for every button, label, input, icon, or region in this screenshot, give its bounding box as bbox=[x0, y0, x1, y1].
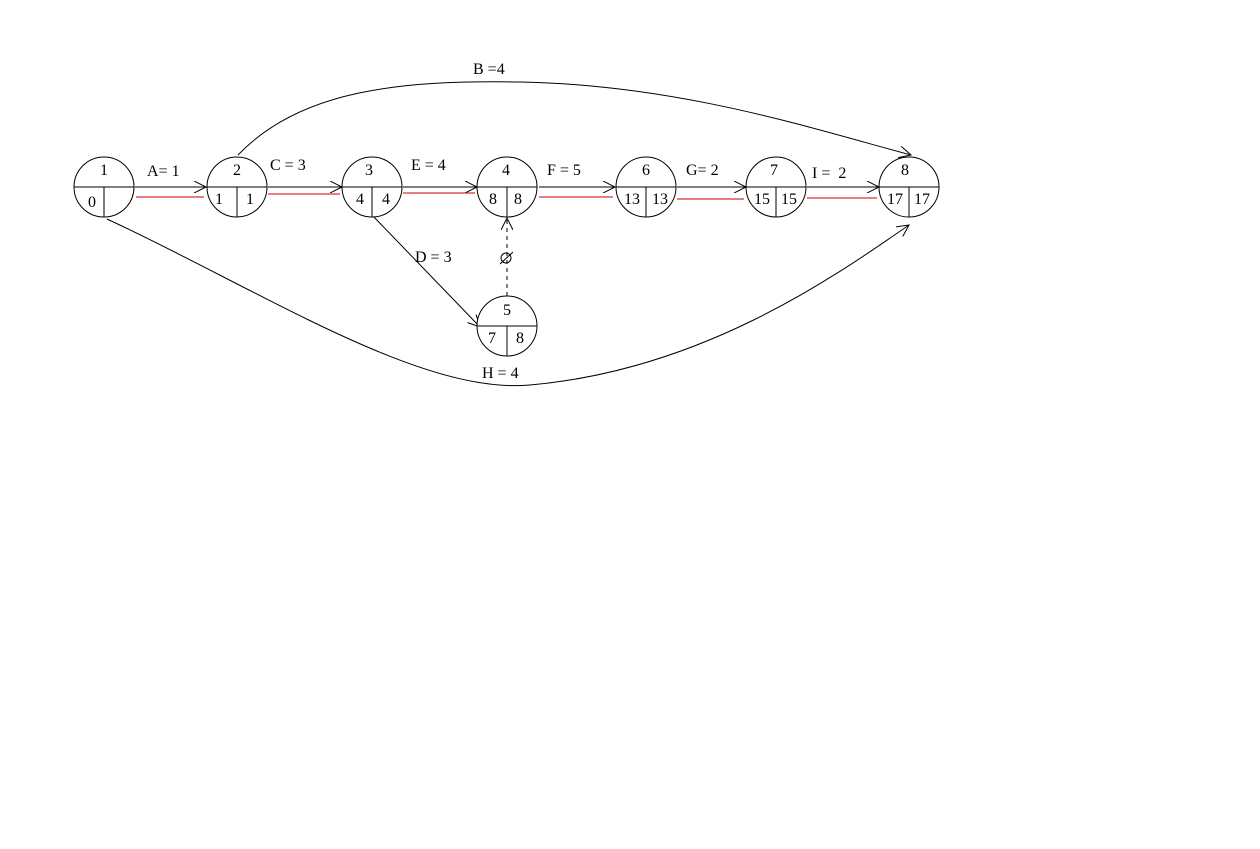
node-7-number: 7 bbox=[770, 162, 778, 179]
activity-b-arrow bbox=[237, 81, 911, 155]
node-2: 2 1 1 bbox=[206, 156, 268, 218]
node-2-late-time: 1 bbox=[246, 191, 254, 208]
node-1-number: 1 bbox=[100, 162, 108, 179]
node-4: 4 8 8 bbox=[476, 156, 538, 218]
node-7-late-time: 15 bbox=[781, 191, 797, 208]
node-2-number: 2 bbox=[233, 162, 241, 179]
node-3-late-time: 4 bbox=[382, 191, 390, 208]
activity-arrows bbox=[106, 81, 911, 387]
node-5-number: 5 bbox=[503, 302, 511, 319]
node-6-late-time: 13 bbox=[652, 191, 668, 208]
node-8-late-time: 17 bbox=[914, 191, 930, 208]
activity-d-label: D = 3 bbox=[415, 249, 452, 266]
node-4-late-time: 8 bbox=[514, 191, 522, 208]
node-5: 5 7 8 bbox=[476, 295, 538, 357]
node-4-number: 4 bbox=[502, 162, 510, 179]
node-3: 3 4 4 bbox=[341, 156, 403, 218]
node-4-early-time: 8 bbox=[489, 191, 497, 208]
activity-f-label: F = 5 bbox=[547, 162, 581, 179]
node-1-early-time: 0 bbox=[88, 194, 96, 211]
node-2-early-time: 1 bbox=[215, 191, 223, 208]
node-8-early-time: 17 bbox=[887, 191, 903, 208]
activity-labels: A= 1 B =4 C = 3 D = 3 E = 4 F = 5 G= 2 H… bbox=[147, 61, 846, 382]
activity-b-label: B =4 bbox=[473, 61, 505, 78]
activity-e-label: E = 4 bbox=[411, 157, 446, 174]
dummy-crossed-circle bbox=[499, 251, 514, 265]
node-8-number: 8 bbox=[901, 162, 909, 179]
node-6-number: 6 bbox=[642, 162, 650, 179]
activity-c-label: C = 3 bbox=[270, 157, 306, 174]
activity-h-arrow bbox=[106, 218, 909, 387]
node-5-early-time: 7 bbox=[488, 330, 496, 347]
node-1: 1 0 bbox=[73, 156, 135, 218]
activity-a-label: A= 1 bbox=[147, 163, 180, 180]
node-7: 7 15 15 bbox=[745, 156, 807, 218]
node-5-late-time: 8 bbox=[516, 330, 524, 347]
activity-h-label: H = 4 bbox=[482, 365, 519, 382]
activity-g-label: G= 2 bbox=[686, 162, 719, 179]
node-8: 8 17 17 bbox=[878, 156, 940, 218]
node-3-early-time: 4 bbox=[356, 191, 364, 208]
node-3-number: 3 bbox=[365, 162, 373, 179]
node-6-early-time: 13 bbox=[624, 191, 640, 208]
activity-d-arrow bbox=[371, 214, 480, 327]
node-7-early-time: 15 bbox=[754, 191, 770, 208]
node-6: 6 13 13 bbox=[615, 156, 677, 218]
activity-i-label: I = 2 bbox=[812, 165, 846, 182]
